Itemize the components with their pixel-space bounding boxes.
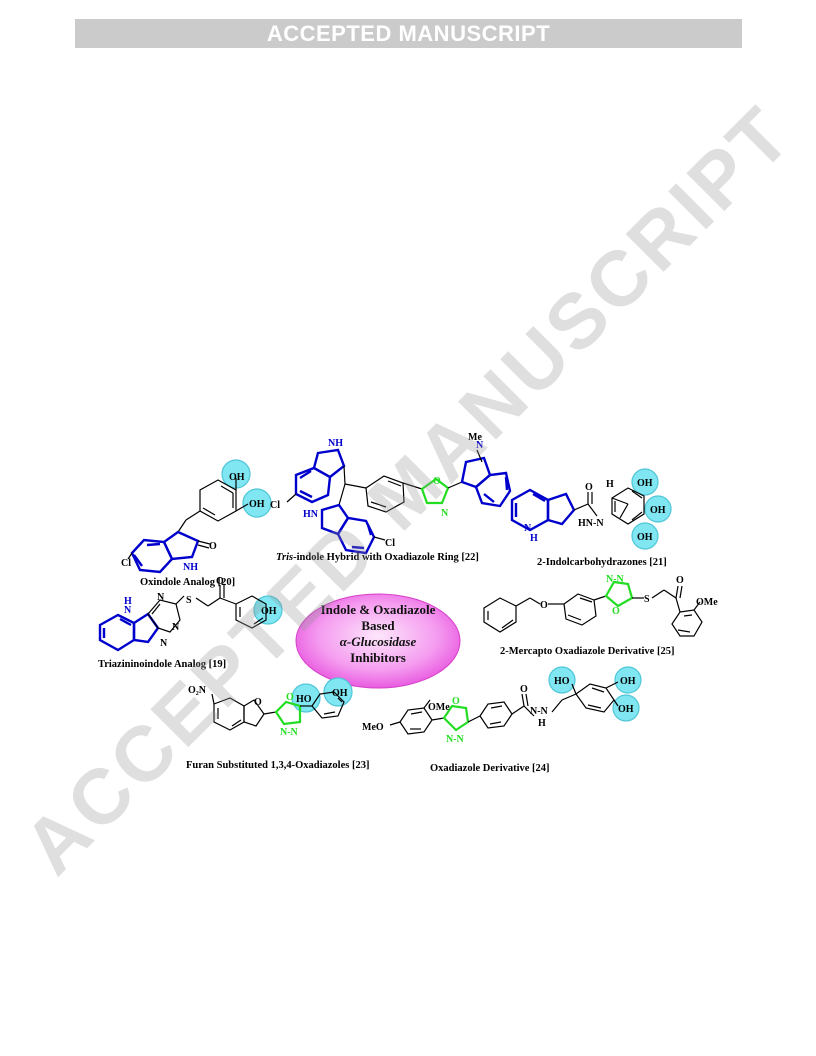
hydroxyl-highlight (631, 522, 659, 550)
center-line-2: Based (361, 618, 395, 633)
label-indolcarbohydrazones: 2-Indolcarbohydrazones [21] (537, 557, 667, 568)
hydroxyl-highlight (631, 468, 659, 496)
atom-o: O (209, 541, 217, 552)
atom-nh: NH (183, 562, 198, 573)
label-tris-indole-hybrid: Tris-indole Hybrid with Oxadiazole Ring … (276, 552, 479, 563)
center-line-3: α-Glucosidase (340, 634, 417, 649)
label-furan-oxadiazoles: Furan Substituted 1,3,4-Oxadiazoles [23] (186, 760, 369, 771)
atom-ho: HO (554, 676, 570, 687)
atom-h: H (124, 596, 132, 607)
mercapto-oxadiazole-structure (483, 580, 703, 637)
atom-n: N (524, 523, 532, 534)
atom-n: N (157, 592, 165, 603)
atom-o: O (520, 684, 528, 695)
atom-o: O (585, 482, 593, 493)
center-ellipse: Indole & Oxadiazole Based α-Glucosidase … (295, 593, 461, 689)
atom-n: N (172, 622, 180, 633)
atom-oh: OH (332, 688, 348, 699)
oxadiazole-derivative-atoms: MeO OMe O N-N O N-N H HO OH OH (362, 676, 636, 745)
atom-o: O (540, 600, 548, 611)
atom-oh: OH (229, 472, 245, 483)
atom-meo: MeO (362, 722, 384, 733)
tris-indole-structure (286, 448, 512, 555)
atom-n-n: N-N (530, 706, 549, 717)
banner-text: ACCEPTED MANUSCRIPT (266, 20, 551, 46)
atom-o: O (612, 606, 620, 617)
atom-h: H (538, 718, 546, 729)
triazinoindole-atoms: H N N N N S O OH (124, 576, 277, 649)
atom-o2n: O₂N (188, 685, 207, 696)
atom-o: O (676, 575, 684, 586)
atom-cl: Cl (270, 500, 280, 511)
atom-s: S (186, 595, 192, 606)
atom-oh: OH (618, 704, 634, 715)
atom-n: N (476, 440, 484, 451)
atom-oh: OH (620, 676, 636, 687)
accepted-manuscript-banner: ACCEPTED MANUSCRIPT (75, 19, 742, 48)
atom-n-n: N-N (446, 734, 465, 745)
atom-n-n: N-N (606, 574, 625, 585)
atom-cl: Cl (121, 558, 131, 569)
atom-ome: OMe (696, 597, 718, 608)
hydroxyl-highlight (548, 666, 576, 694)
atom-me: Me (468, 432, 482, 443)
atom-oh: OH (637, 532, 653, 543)
atom-o: O (216, 576, 224, 587)
atom-nh: NH (328, 438, 343, 449)
atom-oh: OH (261, 606, 277, 617)
indolcarbohydrazone-atoms: H N O HN-N H OH OH OH (524, 478, 666, 544)
atom-o: O (433, 476, 441, 487)
atom-oh: OH (249, 499, 265, 510)
atom-oh: OH (650, 505, 666, 516)
atom-cl: Cl (385, 538, 395, 549)
atom-n: N (160, 638, 168, 649)
hydroxyl-highlight (242, 488, 272, 518)
atom-h: H (530, 533, 538, 544)
label-mercapto-oxadiazole: 2-Mercapto Oxadiazole Derivative [25] (500, 646, 674, 657)
atom-h: H (606, 479, 614, 490)
hydroxyl-highlight (644, 495, 672, 523)
label-triazininoindole-analog: Triazininoindole Analog [19] (98, 659, 226, 670)
oxadiazole-derivative-structure (389, 666, 642, 735)
indolcarbohydrazone-structure (510, 468, 672, 550)
furan-oxadiazole-atoms: O₂N O O N-N HO OH (188, 685, 348, 738)
atom-o: O (452, 696, 460, 707)
center-line-1: Indole & Oxadiazole (321, 602, 436, 617)
oxindole-atoms: OH OH Cl O NH (121, 472, 265, 573)
hydroxyl-highlight (253, 595, 283, 625)
hydroxyl-highlight (612, 694, 640, 722)
mercapto-oxadiazole-atoms: O N-N O S O OMe (540, 574, 718, 617)
atom-ome: OMe (428, 702, 450, 713)
atom-ho: HO (296, 694, 312, 705)
atom-oh: OH (637, 478, 653, 489)
label-oxindole-analog: Oxindole Analog [20] (140, 577, 235, 588)
atom-o: O (286, 692, 294, 703)
hydroxyl-highlight (323, 677, 353, 707)
hydroxyl-highlight (614, 666, 642, 694)
atom-s: S (644, 594, 650, 605)
tris-indole-atoms: NH Cl HN Cl O N N Me (270, 432, 484, 549)
atom-n: N (441, 508, 449, 519)
oxindole-analog-structure (127, 459, 272, 574)
atom-n-n: N-N (280, 727, 299, 738)
atom-o: O (254, 697, 262, 708)
atom-n: N (124, 605, 132, 616)
label-oxadiazole-derivative: Oxadiazole Derivative [24] (430, 763, 550, 774)
atom-hn-n: HN-N (578, 518, 604, 529)
furan-oxadiazole-structure (211, 677, 353, 731)
atom-hn: HN (303, 509, 319, 520)
center-line-4: Inhibitors (350, 650, 406, 665)
triazinoindole-structure (98, 585, 283, 652)
